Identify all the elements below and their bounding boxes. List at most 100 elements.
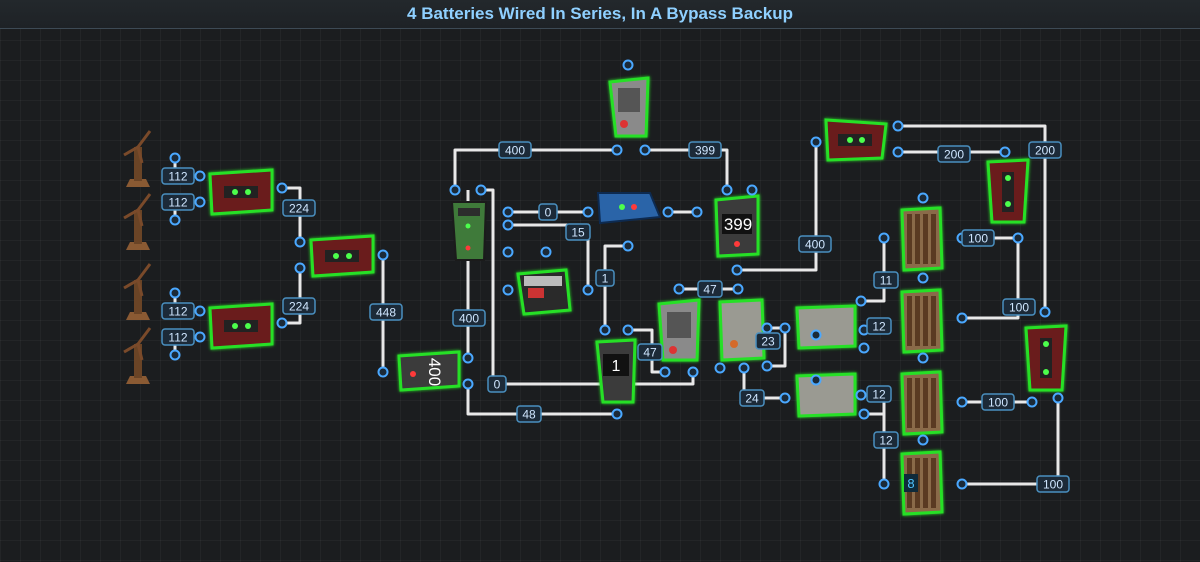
connection-node[interactable] xyxy=(810,136,822,148)
windmill-icon[interactable] xyxy=(123,130,152,187)
connection-node[interactable] xyxy=(169,214,181,226)
connection-node[interactable] xyxy=(622,240,634,252)
connection-node[interactable] xyxy=(659,366,671,378)
connection-node[interactable] xyxy=(622,59,634,71)
connection-node[interactable] xyxy=(502,246,514,258)
rf-circuit-icon[interactable] xyxy=(718,298,766,362)
connection-node[interactable] xyxy=(810,374,822,386)
connection-node[interactable] xyxy=(714,362,726,374)
connection-node[interactable] xyxy=(462,378,474,390)
connection-node[interactable] xyxy=(746,184,758,196)
connection-node[interactable] xyxy=(761,322,773,334)
connection-node[interactable] xyxy=(1026,396,1038,408)
rf-circuit-icon[interactable] xyxy=(795,372,857,418)
connection-node[interactable] xyxy=(377,249,389,261)
connection-node[interactable] xyxy=(502,206,514,218)
connection-node[interactable] xyxy=(779,322,791,334)
branch-icon[interactable] xyxy=(824,118,888,162)
connection-node[interactable] xyxy=(956,478,968,490)
connection-node[interactable] xyxy=(738,362,750,374)
electric-switch-icon[interactable] xyxy=(608,76,650,138)
diagram-title: 4 Batteries Wired In Series, In A Bypass… xyxy=(407,4,793,23)
connection-node[interactable] xyxy=(611,144,623,156)
connection-node[interactable] xyxy=(449,184,461,196)
connection-node[interactable] xyxy=(475,184,487,196)
connection-node[interactable] xyxy=(194,196,206,208)
electric-switch-icon[interactable] xyxy=(1024,324,1068,392)
connection-node[interactable] xyxy=(878,232,890,244)
power-counter-icon[interactable]: 399 xyxy=(714,194,760,258)
connection-node[interactable] xyxy=(917,272,929,284)
connection-node[interactable] xyxy=(276,317,288,329)
connection-node[interactable] xyxy=(732,283,744,295)
connection-node[interactable] xyxy=(377,366,389,378)
connection-node[interactable] xyxy=(582,284,594,296)
connection-node[interactable] xyxy=(917,434,929,446)
connection-node[interactable] xyxy=(582,206,594,218)
wire xyxy=(466,384,617,416)
connection-node[interactable] xyxy=(662,206,674,218)
large-battery-icon[interactable] xyxy=(900,370,944,436)
svg-text:100: 100 xyxy=(1043,478,1063,492)
connection-node[interactable] xyxy=(999,146,1011,158)
connection-node[interactable] xyxy=(917,352,929,364)
connection-node[interactable] xyxy=(294,236,306,248)
connection-node[interactable] xyxy=(892,120,904,132)
electric-switch-icon[interactable] xyxy=(657,298,701,362)
connection-node[interactable] xyxy=(540,246,552,258)
connection-node[interactable] xyxy=(276,182,288,194)
connection-node[interactable] xyxy=(858,408,870,420)
connection-node[interactable] xyxy=(878,478,890,490)
connection-node[interactable] xyxy=(1012,232,1024,244)
connection-node[interactable] xyxy=(502,219,514,231)
connection-node[interactable] xyxy=(502,284,514,296)
large-battery-icon[interactable]: 8 xyxy=(900,450,944,516)
connection-node[interactable] xyxy=(779,392,791,404)
connection-node[interactable] xyxy=(169,152,181,164)
connection-node[interactable] xyxy=(687,366,699,378)
root-combiner-icon[interactable] xyxy=(309,234,375,278)
large-battery-icon[interactable] xyxy=(900,288,944,354)
windmill-icon[interactable] xyxy=(123,193,152,250)
panel-icon[interactable] xyxy=(596,192,662,225)
svg-text:112: 112 xyxy=(168,305,187,319)
car-battery-icon[interactable] xyxy=(516,268,572,316)
connection-node[interactable] xyxy=(462,352,474,364)
electric-switch-icon[interactable] xyxy=(986,158,1030,224)
connection-node[interactable] xyxy=(1052,392,1064,404)
branch-icon[interactable] xyxy=(208,168,274,216)
connection-node[interactable] xyxy=(673,283,685,295)
connection-node[interactable] xyxy=(956,396,968,408)
connection-node[interactable] xyxy=(761,360,773,372)
wire-label: 400 xyxy=(498,141,532,159)
connection-node[interactable] xyxy=(731,264,743,276)
windmill-icon[interactable] xyxy=(123,263,152,320)
connection-node[interactable] xyxy=(611,408,623,420)
connection-node[interactable] xyxy=(691,206,703,218)
connection-node[interactable] xyxy=(639,144,651,156)
splitter-icon[interactable] xyxy=(450,201,488,261)
connection-node[interactable] xyxy=(599,324,611,336)
windmill-icon[interactable] xyxy=(123,327,152,384)
connection-node[interactable] xyxy=(892,146,904,158)
connection-node[interactable] xyxy=(855,389,867,401)
branch-icon[interactable] xyxy=(208,302,274,350)
connection-node[interactable] xyxy=(194,170,206,182)
connection-node[interactable] xyxy=(858,342,870,354)
connection-node[interactable] xyxy=(917,192,929,204)
connection-node[interactable] xyxy=(194,305,206,317)
power-counter-icon[interactable]: 1 xyxy=(595,338,637,404)
connection-node[interactable] xyxy=(956,312,968,324)
connection-node[interactable] xyxy=(169,349,181,361)
large-battery-icon[interactable] xyxy=(900,206,944,272)
connection-node[interactable] xyxy=(169,287,181,299)
connection-node[interactable] xyxy=(810,329,822,341)
connection-node[interactable] xyxy=(855,295,867,307)
connection-node[interactable] xyxy=(194,331,206,343)
rf-circuit-icon[interactable] xyxy=(795,304,857,350)
connection-node[interactable] xyxy=(1039,306,1051,318)
connection-node[interactable] xyxy=(294,262,306,274)
connection-node[interactable] xyxy=(721,184,733,196)
power-counter-icon[interactable]: 400 xyxy=(397,350,461,392)
connection-node[interactable] xyxy=(622,324,634,336)
